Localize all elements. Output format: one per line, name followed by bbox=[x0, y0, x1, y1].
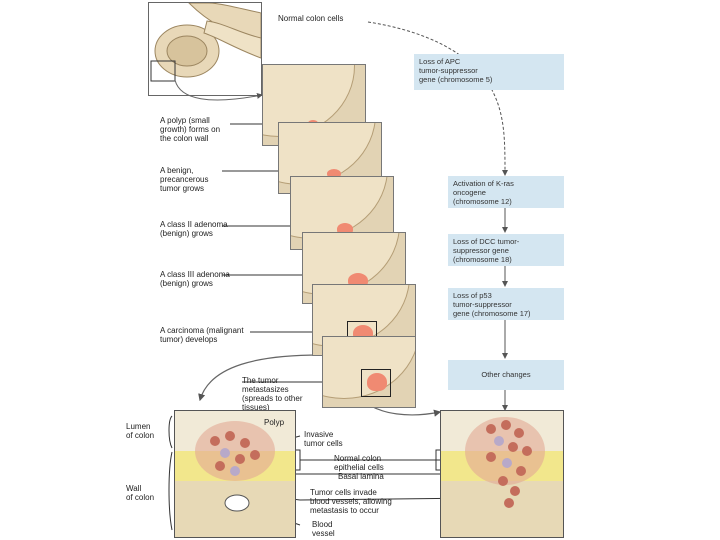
label-polyp-forms: A polyp (small growth) forms on the colo… bbox=[160, 116, 221, 143]
step-box-apc: Loss of APC tumor-suppressor gene (chrom… bbox=[414, 54, 564, 90]
label-metastasizes: The tumor metastasizes (spreads to other… bbox=[242, 376, 303, 412]
detail-panel-right bbox=[440, 410, 564, 538]
tissue-detail-right bbox=[441, 417, 563, 537]
label-invasive-tumor-cells: Invasive tumor cells bbox=[304, 430, 343, 448]
step-box-other: Other changes bbox=[448, 360, 564, 390]
colon-illustration bbox=[148, 2, 262, 96]
label-blood-vessel: Blood vessel bbox=[312, 520, 335, 538]
step-box-dcc: Loss of DCC tumor- suppressor gene (chro… bbox=[448, 234, 564, 266]
label-wall-of-colon: Wall of colon bbox=[126, 484, 155, 502]
step-box-kras: Activation of K-ras oncogene (chromosome… bbox=[448, 176, 564, 208]
detail-panel-left bbox=[174, 410, 296, 538]
label-class2-adenoma: A class II adenoma (benign) grows bbox=[160, 220, 228, 238]
stage-panel-6 bbox=[322, 336, 416, 408]
label-basal-lamina: Basal lamina bbox=[338, 472, 384, 481]
label-normal-colon-cells: Normal colon cells bbox=[278, 14, 344, 23]
step-box-p53: Loss of p53 tumor-suppressor gene (chrom… bbox=[448, 288, 564, 320]
outline-arrow-left bbox=[198, 354, 321, 402]
label-tumor-cells-invade: Tumor cells invade blood vessels, allowi… bbox=[310, 488, 392, 515]
label-lumen-of-colon: Lumen of colon bbox=[126, 422, 155, 440]
label-polyp: Polyp bbox=[264, 418, 285, 427]
label-benign-tumor: A benign, precancerous tumor grows bbox=[160, 166, 209, 193]
outline-arrow-colon bbox=[174, 79, 263, 101]
label-carcinoma: A carcinoma (malignant tumor) develops bbox=[160, 326, 244, 344]
label-class3-adenoma: A class III adenoma (benign) grows bbox=[160, 270, 230, 288]
colon-drawing bbox=[150, 3, 261, 82]
label-normal-epithelial-cells: Normal colon epithelial cells bbox=[334, 454, 384, 472]
tissue-detail-left bbox=[175, 421, 295, 537]
dashed-arrow-main bbox=[367, 21, 508, 176]
